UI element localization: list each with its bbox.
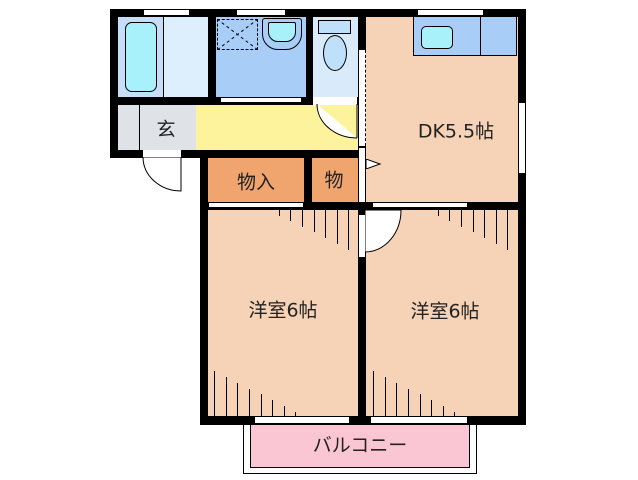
hatch-line: [325, 210, 326, 238]
bath-divider: [163, 16, 164, 98]
kitchen-sink: [421, 26, 453, 49]
bath-room-tiled-area: [163, 16, 208, 98]
wall-storage-divider: [304, 150, 312, 210]
washing-machine-pan: [217, 19, 258, 50]
bathtub: [125, 22, 157, 92]
storage-room-2: [312, 157, 358, 203]
dk-closet-sliding-door: [372, 202, 468, 208]
hatch-line: [302, 210, 303, 227]
wall-entrance-bottom: [110, 150, 366, 158]
entrance-door-opening: [143, 150, 181, 158]
storage-2-label: 物: [324, 169, 344, 192]
wall-bottom: [200, 416, 526, 425]
kitchen-window: [417, 9, 484, 16]
dk-door-opening: [358, 148, 366, 202]
western-room-1-label: 洋室6帖: [248, 299, 318, 322]
washing-machine-x-icon: [217, 19, 258, 50]
hatch-line: [261, 394, 262, 416]
hatch-line: [290, 210, 291, 221]
wall-bath-wash: [208, 9, 216, 105]
wall-left-upper: [110, 9, 118, 158]
hatch-line: [295, 412, 296, 416]
hatch-line: [214, 371, 215, 416]
hatch-line: [249, 389, 250, 416]
hatch-line: [272, 400, 273, 416]
hatch-line: [226, 377, 227, 416]
hatch-line: [438, 210, 439, 216]
toilet-door-swing-icon: [316, 104, 358, 139]
hatch-line: [454, 412, 455, 416]
kitchen-counter-divider: [480, 16, 481, 56]
hatch-line: [443, 406, 444, 416]
hatch-line: [279, 210, 280, 216]
wall-left-lower: [200, 150, 208, 425]
entrance-step-line: [139, 105, 140, 151]
room2-door-swing-icon: [365, 210, 402, 253]
storage-room-1: [207, 157, 304, 203]
balcony-label: バルコニー: [312, 434, 408, 457]
bath-window: [143, 9, 190, 16]
hatch-line: [507, 210, 508, 250]
dk-side-window: [518, 102, 526, 174]
room2-balcony-window: [370, 416, 468, 424]
hatch-line: [431, 400, 432, 416]
hatch-line: [396, 383, 397, 416]
storage-1-label: 物入: [236, 171, 276, 194]
hatch-line: [449, 210, 450, 221]
storage-sliding-door: [208, 202, 304, 208]
western-room-2-label: 洋室6帖: [410, 300, 480, 323]
hatch-line: [461, 210, 462, 227]
hatch-line: [314, 210, 315, 232]
wall-rooms-top: [200, 202, 526, 210]
room1-balcony-window: [254, 416, 350, 424]
toilet-door-opening: [313, 97, 357, 105]
dk-door-arrow-icon: [366, 159, 382, 169]
hall-to-dk-opening: [358, 50, 366, 146]
dk-label: DK5.5帖: [417, 120, 495, 143]
hatch-line: [473, 210, 474, 232]
entrance-door-swing-icon: [142, 157, 182, 192]
hatch-line: [284, 406, 285, 416]
toilet-bowl: [323, 35, 347, 71]
hatch-line: [496, 210, 497, 244]
wall-top: [110, 9, 526, 17]
hatch-line: [420, 394, 421, 416]
western-room-2: [366, 210, 518, 416]
toilet-tank: [318, 20, 351, 34]
hatch-line: [337, 210, 338, 244]
balcony: [250, 418, 470, 468]
hatch-line: [385, 377, 386, 416]
washroom-window: [236, 9, 286, 16]
entrance-area: [118, 105, 196, 151]
wall-wash-toilet: [306, 9, 313, 105]
washroom-sliding-door: [220, 97, 302, 103]
hatch-line: [348, 210, 349, 250]
wall-right: [518, 9, 526, 425]
hatch-line: [237, 383, 238, 416]
entrance-label: 玄: [156, 118, 176, 141]
hatch-line: [408, 389, 409, 416]
hatch-line: [484, 210, 485, 238]
hatch-line: [373, 371, 374, 416]
western-room-1: [207, 210, 358, 416]
washbasin-bowl: [268, 22, 296, 42]
